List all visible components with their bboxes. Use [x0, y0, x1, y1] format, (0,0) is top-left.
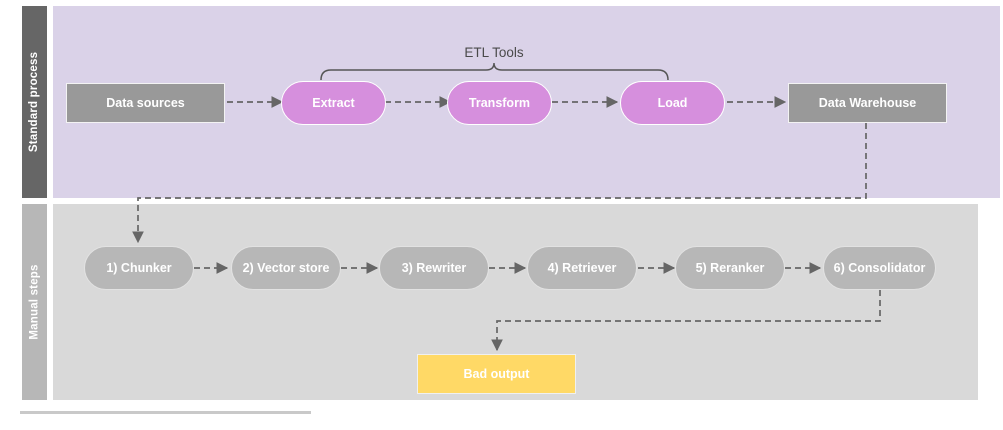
etl-tools-brace-label: ETL Tools	[464, 45, 524, 60]
node-load[interactable]: Load	[620, 81, 725, 125]
node-rewriter[interactable]: 3) Rewriter	[379, 246, 489, 290]
node-vector-store-label: 2) Vector store	[242, 261, 330, 275]
node-chunker[interactable]: 1) Chunker	[84, 246, 194, 290]
node-transform-label: Transform	[468, 96, 531, 110]
node-transform[interactable]: Transform	[447, 81, 552, 125]
lane-header-standard-process: Standard process	[22, 6, 47, 198]
node-bad-output[interactable]: Bad output	[417, 354, 576, 394]
node-chunker-label: 1) Chunker	[106, 261, 172, 275]
node-extract[interactable]: Extract	[281, 81, 386, 125]
node-consolidator[interactable]: 6) Consolidator	[823, 246, 936, 290]
node-reranker[interactable]: 5) Reranker	[675, 246, 785, 290]
node-bad-output-label: Bad output	[463, 367, 530, 381]
lane-header-standard-process-label: Standard process	[28, 51, 41, 153]
node-retriever[interactable]: 4) Retriever	[527, 246, 637, 290]
lane-header-manual-steps-label: Manual steps	[28, 264, 41, 340]
lane-header-manual-steps: Manual steps	[22, 204, 47, 400]
node-vector-store[interactable]: 2) Vector store	[231, 246, 341, 290]
node-retriever-label: 4) Retriever	[547, 261, 617, 275]
node-rewriter-label: 3) Rewriter	[401, 261, 467, 275]
node-data-warehouse[interactable]: Data Warehouse	[788, 83, 947, 123]
bottom-divider	[20, 411, 311, 414]
node-load-label: Load	[657, 96, 688, 110]
node-data-sources[interactable]: Data sources	[66, 83, 225, 123]
node-data-sources-label: Data sources	[106, 96, 185, 110]
node-data-warehouse-label: Data Warehouse	[818, 96, 917, 110]
node-reranker-label: 5) Reranker	[695, 261, 765, 275]
node-extract-label: Extract	[312, 96, 355, 110]
node-consolidator-label: 6) Consolidator	[833, 261, 926, 275]
